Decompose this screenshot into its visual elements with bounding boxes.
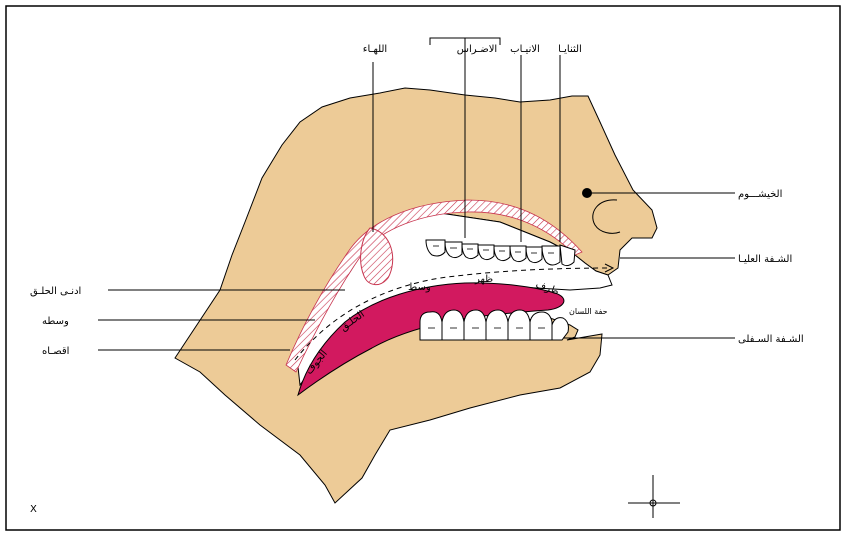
tongue-edge-label: حفة اللسان	[569, 307, 608, 316]
incisors-label: الثنايـا	[558, 44, 582, 55]
tongue-middle-label: وسط	[408, 282, 431, 293]
tongue-back-label: ظهر	[474, 274, 493, 285]
throat-far-label: اقصـاه	[42, 346, 69, 357]
throat-lower-label: ادنـى الحلـق	[30, 286, 81, 297]
corner-mark: X	[30, 504, 37, 515]
palate-label: اللهـاء	[363, 44, 387, 55]
upper-lip-label: الشـفة العليـا	[738, 254, 792, 265]
crosshair-icon	[628, 475, 680, 518]
throat-middle-label: وسطه	[42, 316, 69, 327]
nasal-dot-icon	[582, 188, 592, 198]
lower-lip-label: الشـفة السـفلى	[738, 334, 804, 345]
molars-label: الاضـراس	[457, 44, 497, 55]
canines-label: الانيـاب	[510, 44, 540, 55]
nasal-label: الخيشـــوم	[738, 189, 782, 200]
